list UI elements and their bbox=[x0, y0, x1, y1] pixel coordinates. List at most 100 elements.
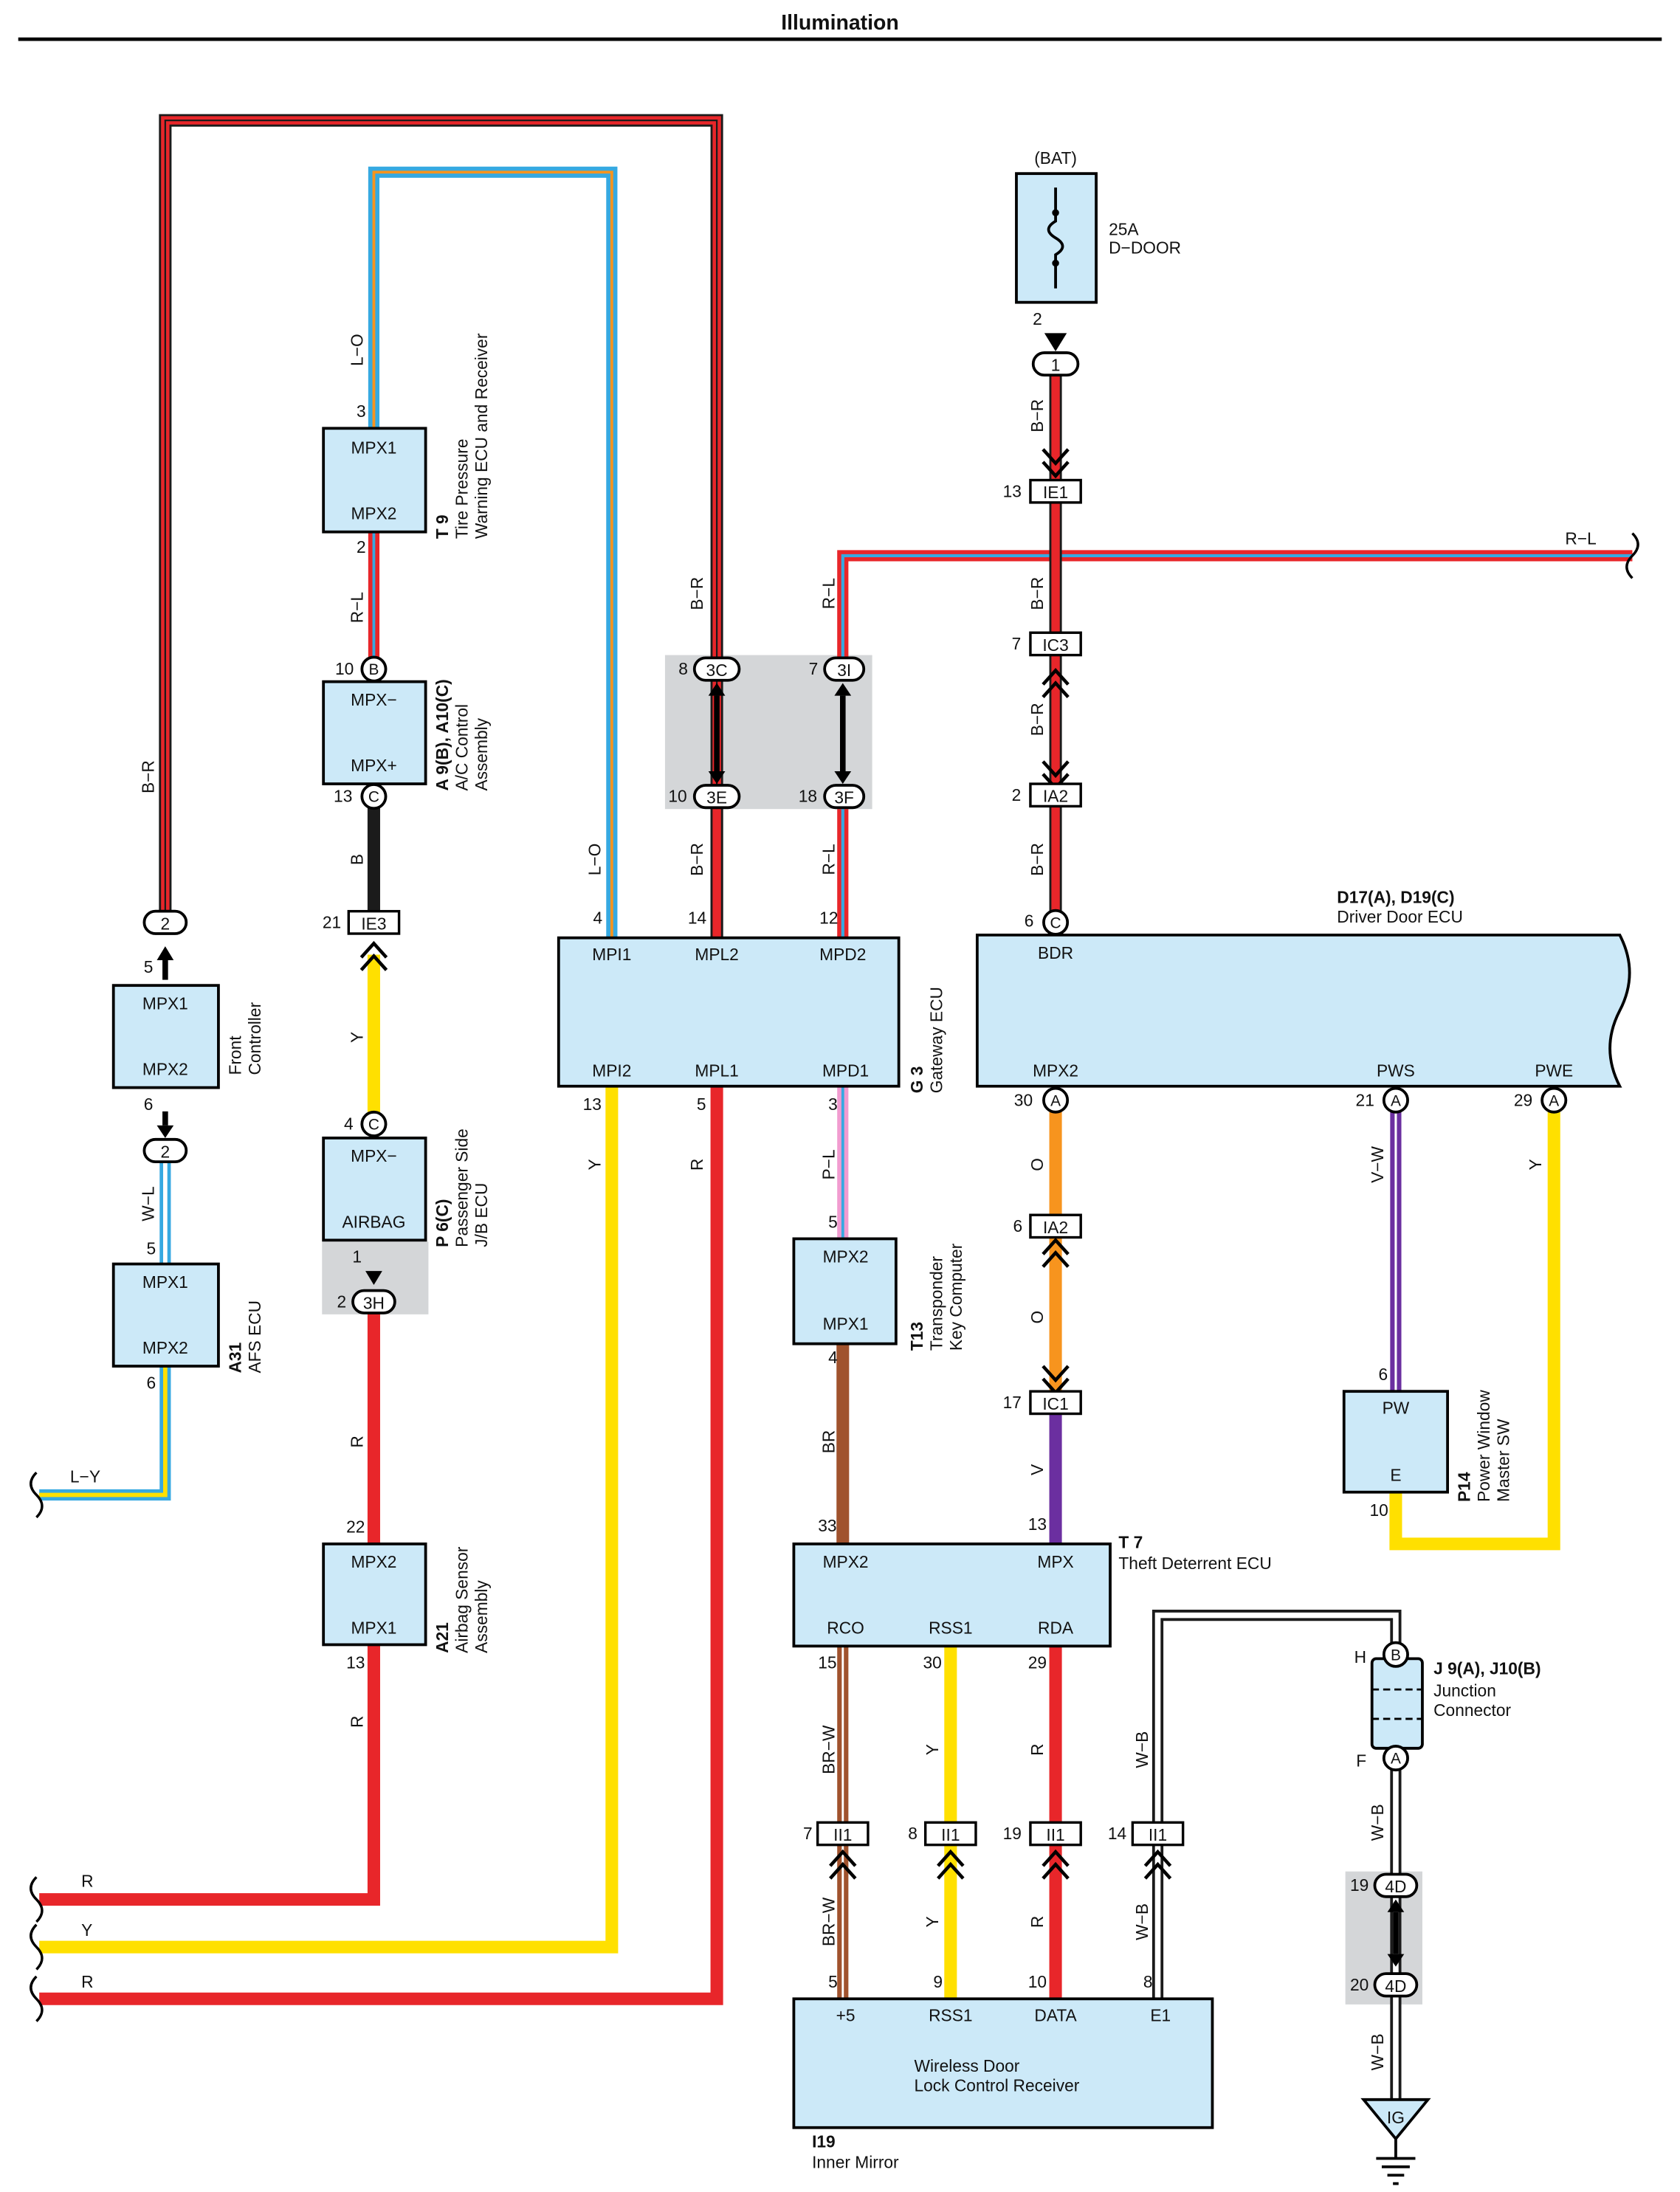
afs-ecu: MPX1 MPX2 A31 AFS ECU bbox=[111, 1262, 264, 1374]
rect-connectors: IE1 IC3 IA2 IE3 IA2 IC1 II1 II1 II1 II1 bbox=[347, 478, 1185, 1847]
svg-text:II1: II1 bbox=[1149, 1825, 1167, 1844]
svg-text:5: 5 bbox=[144, 957, 154, 976]
wireless-body2: Lock Control Receiver bbox=[915, 2075, 1080, 2095]
svg-text:30: 30 bbox=[1014, 1090, 1033, 1109]
svg-text:21: 21 bbox=[323, 912, 341, 931]
theft-deterrent-ecu: T 7 Theft Deterrent ECU MPX2 MPX RCO RSS… bbox=[792, 1533, 1272, 1648]
svg-text:14: 14 bbox=[1108, 1824, 1126, 1843]
wire-label-r-airbag-bottom: R bbox=[347, 1716, 366, 1728]
connector-ic3: IC3 bbox=[1029, 631, 1082, 657]
pin-a-junction: A bbox=[1382, 1745, 1409, 1772]
connector-3f: 3F bbox=[823, 784, 866, 810]
front-mpx2: MPX2 bbox=[142, 1060, 188, 1079]
svg-text:C: C bbox=[1050, 914, 1061, 931]
svg-text:13: 13 bbox=[1028, 1514, 1047, 1534]
passenger-jb-ecu: MPX− AIRBAG P 6(C) Passenger Side J/B EC… bbox=[322, 1128, 491, 1247]
airbag-id: A21 bbox=[433, 1622, 452, 1653]
svg-text:IE3: IE3 bbox=[361, 914, 386, 933]
connector-ia2-mid: IA2 bbox=[1029, 1213, 1082, 1239]
svg-text:21: 21 bbox=[1356, 1090, 1374, 1109]
svg-text:6: 6 bbox=[1379, 1365, 1388, 1384]
svg-text:9: 9 bbox=[933, 1972, 943, 1991]
svg-text:1: 1 bbox=[1051, 356, 1061, 375]
passenger-mpx-minus: MPX− bbox=[351, 1146, 397, 1165]
passenger-name: Passenger Side bbox=[452, 1128, 472, 1247]
wire-r-l-3i-right bbox=[837, 550, 1633, 658]
connector-1-fuse: 1 bbox=[1031, 351, 1080, 377]
power-window-id: P14 bbox=[1454, 1472, 1473, 1502]
wireless-e1: E1 bbox=[1150, 2006, 1171, 2025]
wire-label-r-left-top: R bbox=[81, 1872, 93, 1891]
junction-id: J 9(A), J10(B) bbox=[1433, 1658, 1540, 1678]
svg-text:5: 5 bbox=[147, 1238, 156, 1258]
svg-text:4: 4 bbox=[344, 1114, 354, 1134]
wire-break-mark-right bbox=[1625, 532, 1639, 579]
transponder-id: T13 bbox=[907, 1322, 926, 1351]
power-window-master-sw: PW E P14 Power Window Master SW bbox=[1342, 1390, 1513, 1502]
gateway-mpi1: MPI1 bbox=[592, 945, 631, 964]
tire-pressure-mpx1: MPX1 bbox=[351, 438, 396, 457]
wire-label-b-r-ic3: B−R bbox=[1027, 703, 1047, 736]
svg-text:5: 5 bbox=[828, 1972, 838, 1991]
page-title: Illumination bbox=[781, 11, 899, 35]
svg-text:4: 4 bbox=[593, 909, 603, 928]
driver-door-pws: PWS bbox=[1377, 1061, 1415, 1080]
wire-label-b-r-ie1: B−R bbox=[1027, 577, 1047, 610]
connector-3h: 3H bbox=[351, 1289, 396, 1314]
svg-text:IA2: IA2 bbox=[1043, 787, 1068, 806]
svg-text:3E: 3E bbox=[706, 788, 727, 807]
svg-text:30: 30 bbox=[923, 1653, 942, 1672]
wireless-body1: Wireless Door bbox=[915, 2056, 1020, 2075]
gateway-mpl2: MPL2 bbox=[695, 945, 738, 964]
wireless-data: DATA bbox=[1034, 2006, 1077, 2025]
wire-r-airbag-left bbox=[39, 1644, 380, 1906]
theft-mpx2: MPX2 bbox=[823, 1552, 869, 1571]
connector-3c: 3C bbox=[692, 656, 741, 682]
ac-name: A/C Control bbox=[452, 704, 472, 791]
afs-id: A31 bbox=[225, 1342, 244, 1373]
svg-text:6: 6 bbox=[144, 1095, 154, 1114]
wireless-rss1: RSS1 bbox=[929, 2006, 972, 2025]
wire-break-marks-left bbox=[30, 1471, 44, 2022]
wire-label-b-r-3e: B−R bbox=[687, 843, 706, 876]
transponder-mpx2: MPX2 bbox=[823, 1247, 869, 1266]
svg-text:3: 3 bbox=[828, 1095, 838, 1114]
ac-id: A 9(B), A10(C) bbox=[433, 679, 452, 790]
svg-text:3I: 3I bbox=[837, 661, 851, 680]
wire-label-br: BR bbox=[819, 1430, 838, 1454]
wire-label-w-b-junction: W−B bbox=[1368, 1804, 1387, 1841]
wire-labels: B−R L−O R−L B Y W−L R R L−O B−R B−R R−L … bbox=[139, 334, 1545, 2070]
connector-ii1-d: II1 bbox=[1131, 1821, 1185, 1847]
gateway-mpi2: MPI2 bbox=[592, 1061, 631, 1080]
svg-text:A: A bbox=[1391, 1092, 1401, 1109]
wire-label-w-l: W−L bbox=[139, 1186, 158, 1221]
transponder-name2: Key Computer bbox=[946, 1243, 965, 1351]
pin-b-junction: B bbox=[1382, 1641, 1409, 1668]
connector-ii1-c: II1 bbox=[1029, 1821, 1082, 1847]
fuse-source: (BAT) bbox=[1034, 148, 1077, 168]
wire-y-gateway-left bbox=[39, 1086, 619, 1954]
svg-text:14: 14 bbox=[688, 909, 706, 928]
svg-text:13: 13 bbox=[334, 787, 352, 806]
driver-door-ecu: D17(A), D19(C) Driver Door ECU BDR MPX2 … bbox=[975, 887, 1631, 1088]
pin-a-driver-pws: A bbox=[1382, 1086, 1409, 1114]
pin-b-ac-top: B bbox=[360, 655, 388, 683]
svg-text:A: A bbox=[1391, 1751, 1401, 1768]
wire-label-b-r-3c-top: B−R bbox=[687, 577, 706, 610]
theft-name: Theft Deterrent ECU bbox=[1118, 1554, 1271, 1573]
wire-label-w-b-e1-bottom: W−B bbox=[1132, 1903, 1151, 1940]
svg-text:IE1: IE1 bbox=[1043, 483, 1068, 502]
theft-id: T 7 bbox=[1118, 1533, 1143, 1552]
wire-label-y-rss1-top: Y bbox=[923, 1744, 942, 1755]
svg-text:10: 10 bbox=[1370, 1500, 1388, 1520]
airbag-mpx2: MPX2 bbox=[351, 1552, 396, 1571]
junction-name: Junction bbox=[1433, 1681, 1496, 1700]
gateway-mpl1: MPL1 bbox=[695, 1061, 738, 1080]
theft-rss1: RSS1 bbox=[929, 1618, 972, 1637]
junction-pin-f: F bbox=[1356, 1751, 1366, 1770]
fuse-d-door: (BAT) 25A D−DOOR bbox=[1015, 148, 1181, 304]
svg-text:12: 12 bbox=[819, 909, 838, 928]
wire-l-y-afs-left bbox=[39, 1366, 171, 1501]
pin-numbers: 2 13 7 2 6 30 6 17 13 29 19 10 3 2 10 13… bbox=[144, 309, 1532, 1994]
